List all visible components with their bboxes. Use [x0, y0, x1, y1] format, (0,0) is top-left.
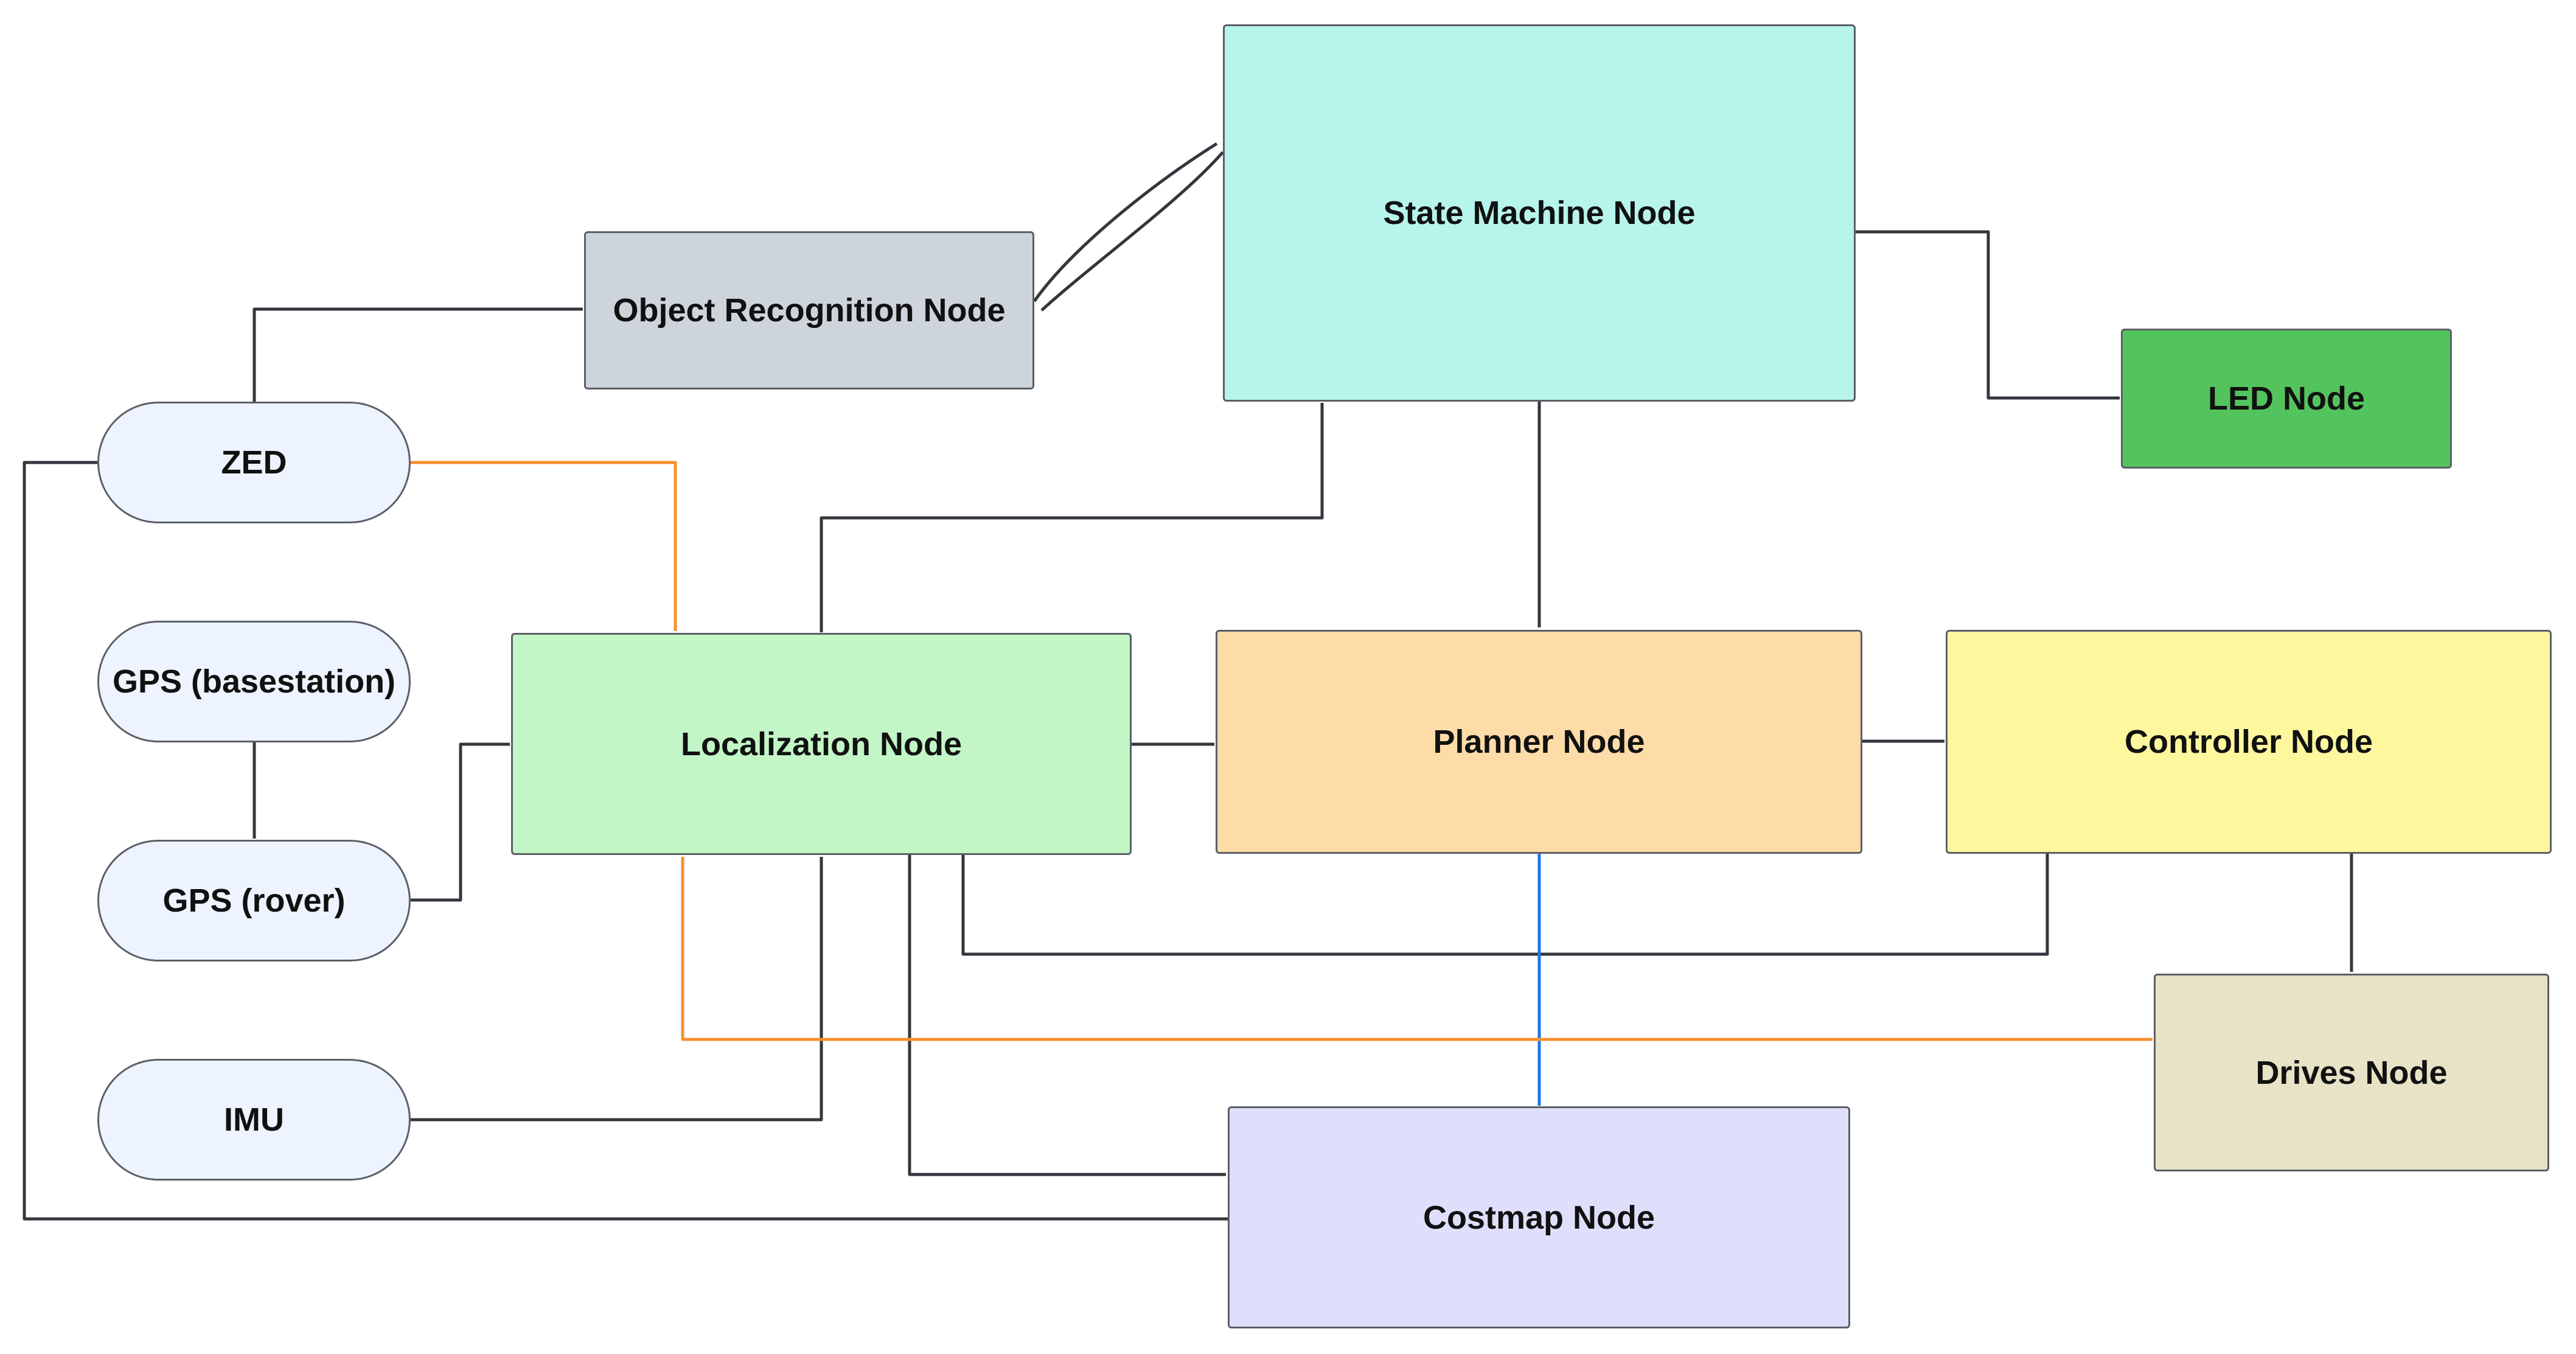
- localization-label: Localization Node: [680, 725, 963, 762]
- edge-localization-to-costmap: [908, 855, 1226, 1176]
- zed-node: ZED: [97, 402, 411, 523]
- costmap-label: Costmap Node: [1422, 1199, 1655, 1236]
- localization-node: Localization Node: [511, 633, 1132, 855]
- edge-object-recognition-to-state-machine: [1032, 142, 1218, 302]
- edge-localization-to-state-machine: [820, 403, 1324, 632]
- edge-gps-rover-to-localization: [411, 742, 510, 902]
- edge-zed-to-localization: [411, 461, 677, 631]
- zed-label: ZED: [221, 444, 287, 481]
- edge-imu-to-localization: [411, 857, 823, 1122]
- edge-drives-to-localization: [681, 857, 2153, 1041]
- gps-basestation-label: GPS (basestation): [112, 663, 396, 700]
- edge-state-machine-to-led: [1856, 230, 2120, 400]
- controller-node: Controller Node: [1946, 630, 2552, 854]
- led-node: LED Node: [2121, 329, 2452, 469]
- led-label: LED Node: [2207, 380, 2365, 417]
- planner-node: Planner Node: [1216, 630, 1862, 854]
- gps-basestation-node: GPS (basestation): [97, 621, 411, 742]
- costmap-node: Costmap Node: [1228, 1106, 1850, 1328]
- state-machine-label: State Machine Node: [1383, 195, 1696, 231]
- edge-zed-to-costmap: [23, 461, 1229, 1221]
- object-recognition-label: Object Recognition Node: [613, 292, 1006, 329]
- edge-state-machine-to-object-recognition: [1040, 151, 1224, 312]
- edge-zed-to-object-recognition: [252, 307, 583, 402]
- planner-label: Planner Node: [1433, 724, 1645, 760]
- gps-rover-label: GPS (rover): [162, 882, 346, 919]
- imu-node: IMU: [97, 1059, 411, 1181]
- object-recognition-node: Object Recognition Node: [584, 231, 1034, 389]
- gps-rover-node: GPS (rover): [97, 840, 411, 961]
- imu-label: IMU: [224, 1101, 284, 1138]
- edge-localization-to-controller: [961, 854, 2049, 956]
- drives-node: Drives Node: [2154, 974, 2549, 1171]
- state-machine-node: State Machine Node: [1223, 24, 1856, 402]
- drives-label: Drives Node: [2255, 1054, 2448, 1091]
- controller-label: Controller Node: [2124, 724, 2373, 760]
